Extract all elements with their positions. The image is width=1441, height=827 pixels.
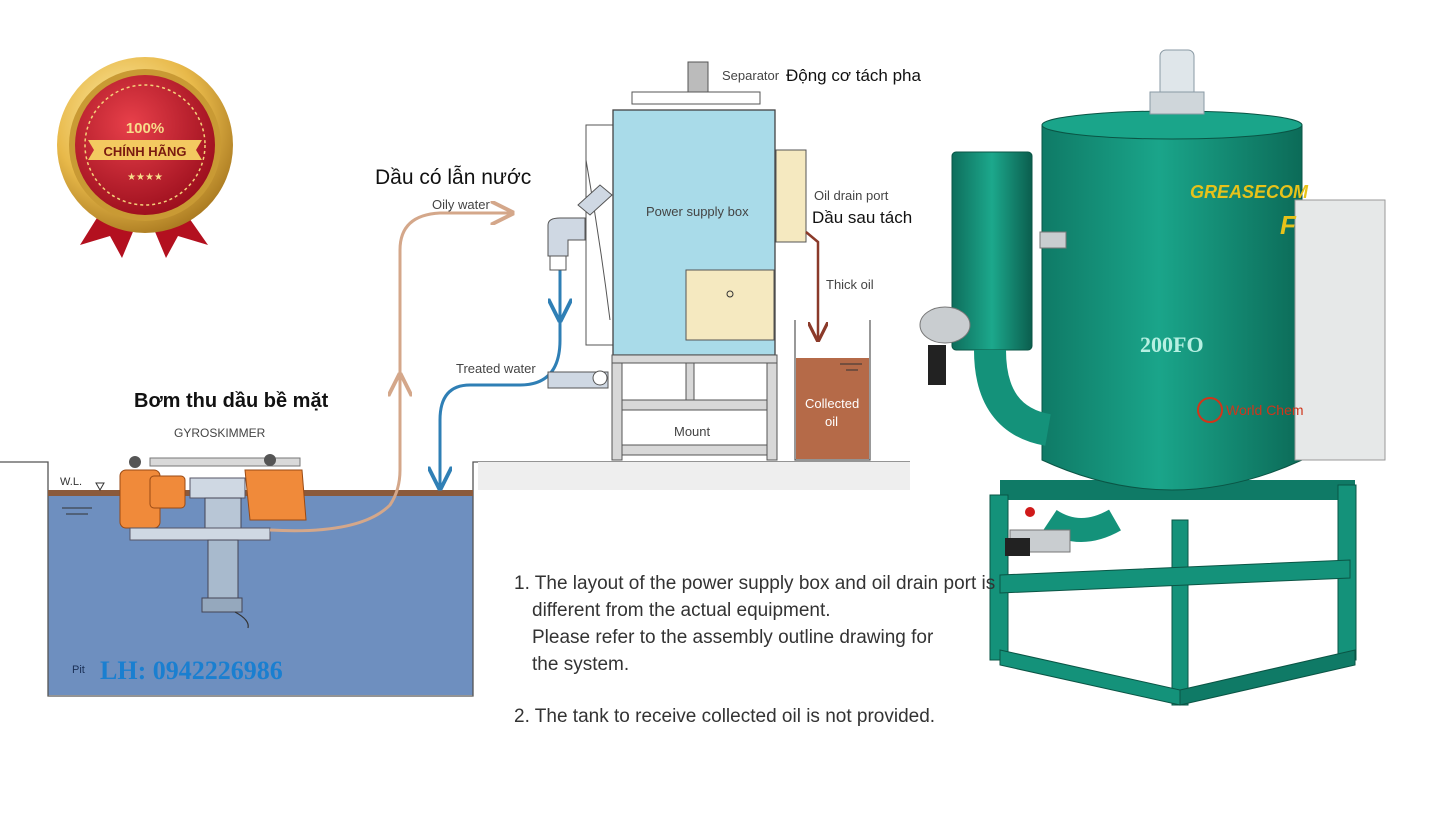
- control-box: [1294, 199, 1386, 461]
- oil-drain-port-box: [775, 149, 807, 243]
- oil-drain-label-vn: Dầu sau tách: [812, 208, 913, 227]
- collected-oil-tank: [794, 320, 871, 461]
- note-1-line-4: the system.: [532, 654, 630, 675]
- note-1-line-2: different from the actual equipment.: [532, 600, 831, 621]
- oily-water-line: [269, 213, 512, 533]
- oil-drain-port-label: Oil drain port: [814, 188, 889, 203]
- treated-water-line: [440, 268, 562, 488]
- pit-label: Pit: [72, 664, 85, 676]
- oily-water-label-vn: Dầu có lẫn nước: [375, 166, 532, 189]
- pit-water: [48, 493, 473, 695]
- note-2: 2. The tank to receive collected oil is …: [514, 706, 936, 727]
- power-supply-box-label: Power supply box: [646, 204, 749, 219]
- product-model: 200FO: [1140, 332, 1204, 357]
- badge-top-text: 100%: [126, 120, 164, 137]
- separator-label: Separator: [722, 68, 780, 83]
- thick-oil-label: Thick oil: [826, 277, 874, 292]
- contact-phone: LH: 0942226986: [100, 656, 283, 685]
- mount-label: Mount: [674, 424, 711, 439]
- authentic-badge: 100% CHÍNH HÃNG ★★★★: [57, 57, 233, 258]
- thick-oil-line: [805, 231, 818, 340]
- separator-unit: [547, 61, 807, 461]
- treated-water-label: Treated water: [456, 361, 536, 376]
- product-brand: GREASECOM: [1190, 182, 1309, 202]
- collected-oil-label-1: Collected: [805, 396, 860, 411]
- water-level-label: W.L.: [60, 476, 83, 488]
- note-1-line-1: 1. The layout of the power supply box an…: [514, 573, 996, 594]
- product-maker: World Chem: [1226, 402, 1304, 418]
- power-supply-box: [685, 269, 775, 341]
- gyroskimmer-label: GYROSKIMMER: [174, 426, 266, 440]
- skimmer-label-vn: Bơm thu dầu bề mặt: [134, 390, 329, 412]
- product-brand-suffix: F: [1280, 210, 1296, 240]
- oily-water-label: Oily water: [432, 197, 490, 212]
- separator-label-vn: Động cơ tách pha: [786, 66, 921, 85]
- tank-body: [1041, 124, 1303, 491]
- note-1-line-3: Please refer to the assembly outline dra…: [532, 627, 934, 648]
- floor-slab: [478, 462, 910, 490]
- notes: 1. The layout of the power supply box an…: [514, 570, 995, 730]
- collected-oil-label-2: oil: [825, 414, 839, 429]
- badge-bottom-text: CHÍNH HÃNG: [103, 144, 186, 159]
- product-photo-200fo: [919, 49, 1386, 706]
- gyroskimmer-pump: [119, 454, 307, 629]
- badge-stars: ★★★★: [127, 172, 163, 183]
